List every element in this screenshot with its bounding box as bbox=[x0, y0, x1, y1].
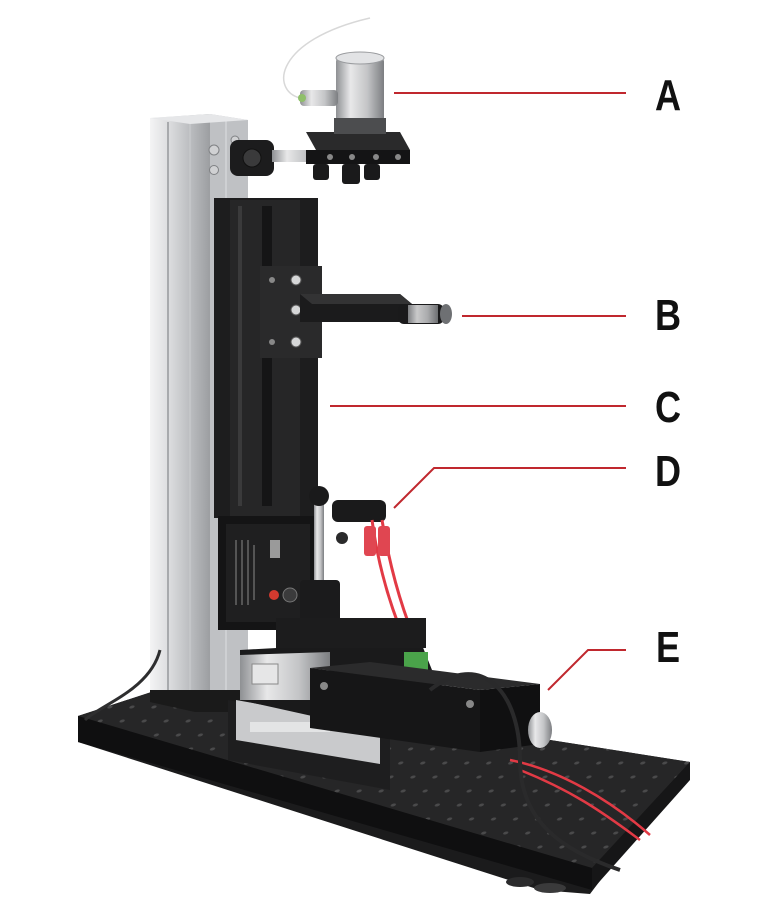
callout-label-e: E bbox=[655, 623, 681, 672]
callout-label-d: D bbox=[654, 447, 682, 496]
controller-box bbox=[218, 516, 318, 630]
leader-line-d bbox=[393, 467, 626, 509]
top-probe-assembly bbox=[230, 17, 410, 184]
black-cable bbox=[83, 649, 162, 722]
leader-lines bbox=[330, 92, 626, 691]
callout-label-a: A bbox=[654, 71, 682, 120]
xy-stage-motor bbox=[228, 618, 621, 872]
arm-optic-assembly bbox=[300, 294, 452, 324]
callout-label-c: C bbox=[654, 383, 682, 432]
leader-line-e bbox=[547, 649, 626, 691]
vertical-linear-stage bbox=[214, 198, 322, 518]
callout-label-b: B bbox=[654, 291, 682, 340]
